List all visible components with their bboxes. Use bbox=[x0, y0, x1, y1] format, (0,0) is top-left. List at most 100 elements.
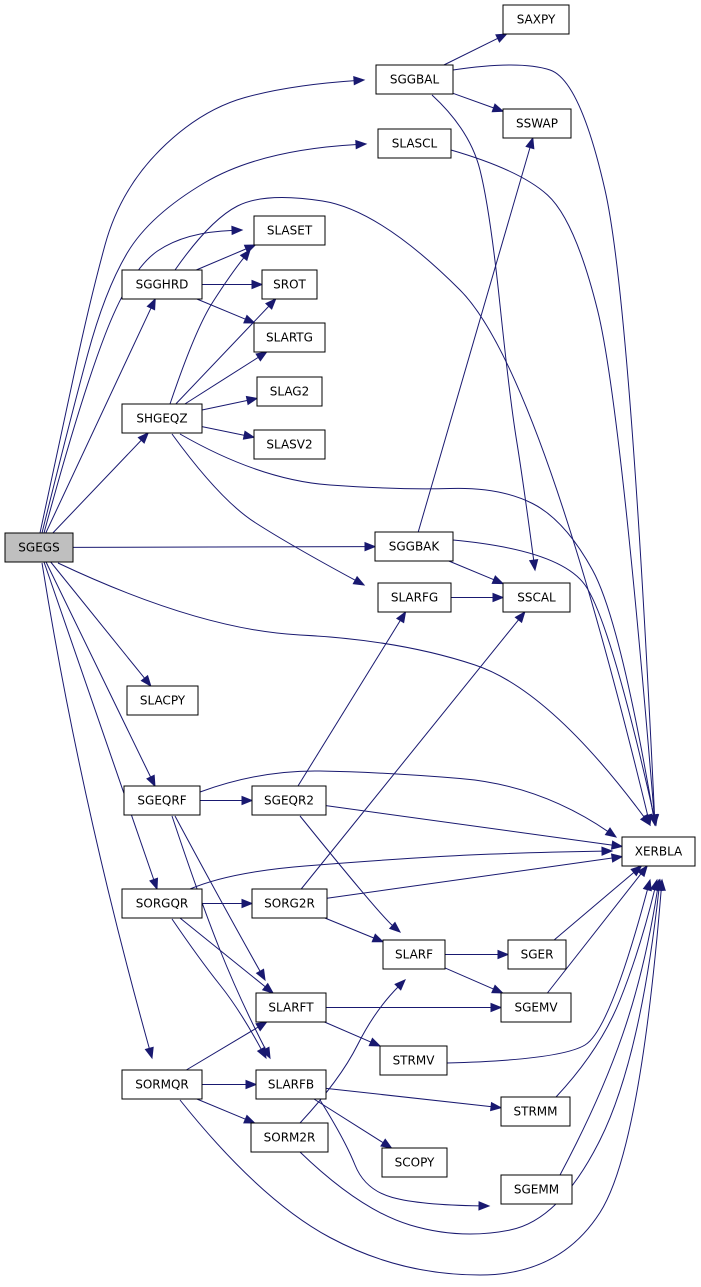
node-strmm[interactable]: STRMM bbox=[500, 1096, 571, 1127]
edge-line bbox=[43, 229, 234, 534]
edge-sorm2r-to-xerbla bbox=[299, 878, 664, 1235]
node-label: SORMQR bbox=[135, 1078, 189, 1092]
node-sscal[interactable]: SSCAL bbox=[502, 582, 571, 613]
node-sgegs[interactable]: SGEGS bbox=[4, 532, 74, 563]
arrowhead bbox=[241, 795, 254, 806]
node-box bbox=[123, 785, 201, 816]
node-strmv[interactable]: STRMV bbox=[379, 1045, 448, 1076]
node-slarfb[interactable]: SLARFB bbox=[255, 1069, 327, 1100]
node-label: SSCAL bbox=[517, 591, 556, 605]
edge-line bbox=[41, 144, 358, 534]
node-slarfg[interactable]: SLARFG bbox=[377, 582, 452, 613]
node-box bbox=[256, 376, 323, 407]
edge-line bbox=[299, 888, 660, 1235]
edge-line bbox=[417, 146, 531, 533]
node-xerbla[interactable]: XERBLA bbox=[621, 836, 696, 867]
arrowhead bbox=[371, 933, 385, 943]
node-slarf[interactable]: SLARF bbox=[382, 939, 446, 970]
edge-line bbox=[174, 196, 649, 817]
arrowhead bbox=[255, 351, 268, 362]
arrowhead bbox=[492, 592, 505, 603]
node-slacpy[interactable]: SLACPY bbox=[126, 685, 199, 716]
edge-sorgqr-to-slarft bbox=[179, 917, 275, 994]
edge-line bbox=[201, 426, 246, 436]
arrowhead bbox=[380, 1138, 393, 1149]
nodes-layer: SGEGS SGGBAL SAXPY SSWAP SLASCL SLASET SGGHRD S… bbox=[4, 4, 696, 1205]
edge-strmv-to-xerbla bbox=[446, 878, 652, 1064]
arrowhead bbox=[352, 575, 366, 586]
node-scopy[interactable]: SCOPY bbox=[381, 1147, 448, 1178]
edge-line bbox=[169, 256, 245, 405]
arrowhead bbox=[353, 75, 366, 86]
node-label: SLARFT bbox=[268, 1001, 314, 1015]
node-sger[interactable]: SGER bbox=[507, 939, 567, 970]
edge-strmm-to-xerbla bbox=[555, 878, 660, 1098]
edge-sgemv-to-xerbla bbox=[546, 864, 648, 994]
arrowhead bbox=[491, 103, 505, 113]
node-label: SGGBAL bbox=[390, 73, 440, 87]
node-shgeqz[interactable]: SHGEQZ bbox=[121, 403, 203, 434]
arrowhead bbox=[364, 541, 377, 552]
node-label: SGGBAK bbox=[389, 540, 441, 554]
edge-sgegs-to-sggbak bbox=[72, 541, 377, 552]
arrowhead bbox=[642, 878, 652, 892]
edge-line bbox=[325, 1087, 493, 1108]
edge-line bbox=[324, 917, 375, 939]
node-sgemv[interactable]: SGEMV bbox=[500, 992, 572, 1023]
node-sswap[interactable]: SSWAP bbox=[502, 108, 572, 139]
arrowhead bbox=[144, 1046, 154, 1060]
node-slascl[interactable]: SLASCL bbox=[377, 128, 452, 159]
edge-line bbox=[325, 805, 614, 846]
node-label: SCOPY bbox=[395, 1156, 435, 1170]
arrowhead bbox=[495, 33, 508, 43]
node-saxpy[interactable]: SAXPY bbox=[502, 4, 570, 35]
node-sorg2r[interactable]: SORG2R bbox=[251, 888, 328, 919]
node-label: SLARF bbox=[395, 948, 433, 962]
node-label: SROT bbox=[273, 278, 306, 292]
edge-slascl-to-xerbla bbox=[450, 149, 659, 827]
node-slasv2[interactable]: SLASV2 bbox=[253, 429, 326, 460]
node-box bbox=[377, 582, 452, 613]
arrowhead bbox=[241, 898, 254, 909]
node-sormqr[interactable]: SORMQR bbox=[121, 1069, 203, 1100]
node-box bbox=[374, 531, 454, 562]
node-box bbox=[253, 215, 326, 246]
node-srot[interactable]: SROT bbox=[261, 269, 318, 300]
edge-line bbox=[39, 80, 356, 534]
node-sggbak[interactable]: SGGBAK bbox=[374, 531, 454, 562]
edge-shgeqz-to-slag2 bbox=[201, 395, 259, 411]
edge-line bbox=[559, 888, 659, 1176]
node-label: SLASET bbox=[267, 224, 313, 238]
arrowhead bbox=[243, 314, 256, 324]
node-sggbal[interactable]: SGGBAL bbox=[375, 64, 454, 95]
node-box bbox=[251, 785, 327, 816]
node-box bbox=[500, 992, 572, 1023]
arrowhead bbox=[245, 395, 259, 406]
node-label: SLARTG bbox=[266, 331, 313, 345]
node-box bbox=[255, 1069, 327, 1100]
node-sorgqr[interactable]: SORGQR bbox=[121, 888, 203, 919]
edge-sgeqrf-to-sgeqr2 bbox=[200, 795, 254, 806]
node-label: SLARFG bbox=[391, 591, 438, 605]
edge-slarfg-to-sscal bbox=[451, 592, 505, 603]
edge-sgegs-to-sgghrd bbox=[45, 297, 156, 534]
edge-shgeqz-to-slarfg bbox=[171, 433, 366, 586]
node-sgghrd[interactable]: SGGHRD bbox=[121, 269, 203, 300]
node-sgemm[interactable]: SGEMM bbox=[500, 1174, 573, 1205]
node-sgeqrf[interactable]: SGEQRF bbox=[123, 785, 201, 816]
edge-sggbal-to-sswap bbox=[452, 92, 505, 113]
edge-line bbox=[555, 888, 656, 1098]
node-slarft[interactable]: SLARFT bbox=[255, 992, 327, 1023]
arrowhead bbox=[610, 840, 624, 850]
node-sgeqr2[interactable]: SGEQR2 bbox=[251, 785, 327, 816]
edge-slarf-to-sger bbox=[445, 949, 510, 960]
node-label: XERBLA bbox=[635, 845, 683, 859]
edge-line bbox=[184, 356, 260, 405]
node-slartg[interactable]: SLARTG bbox=[253, 322, 326, 353]
edge-line bbox=[297, 619, 402, 787]
node-sorm2r[interactable]: SORM2R bbox=[250, 1122, 329, 1153]
edge-sgeqr2-to-xerbla bbox=[325, 805, 624, 850]
node-slaset[interactable]: SLASET bbox=[253, 215, 326, 246]
node-slag2[interactable]: SLAG2 bbox=[256, 376, 323, 407]
edge-slarfb-to-strmm bbox=[325, 1087, 503, 1112]
